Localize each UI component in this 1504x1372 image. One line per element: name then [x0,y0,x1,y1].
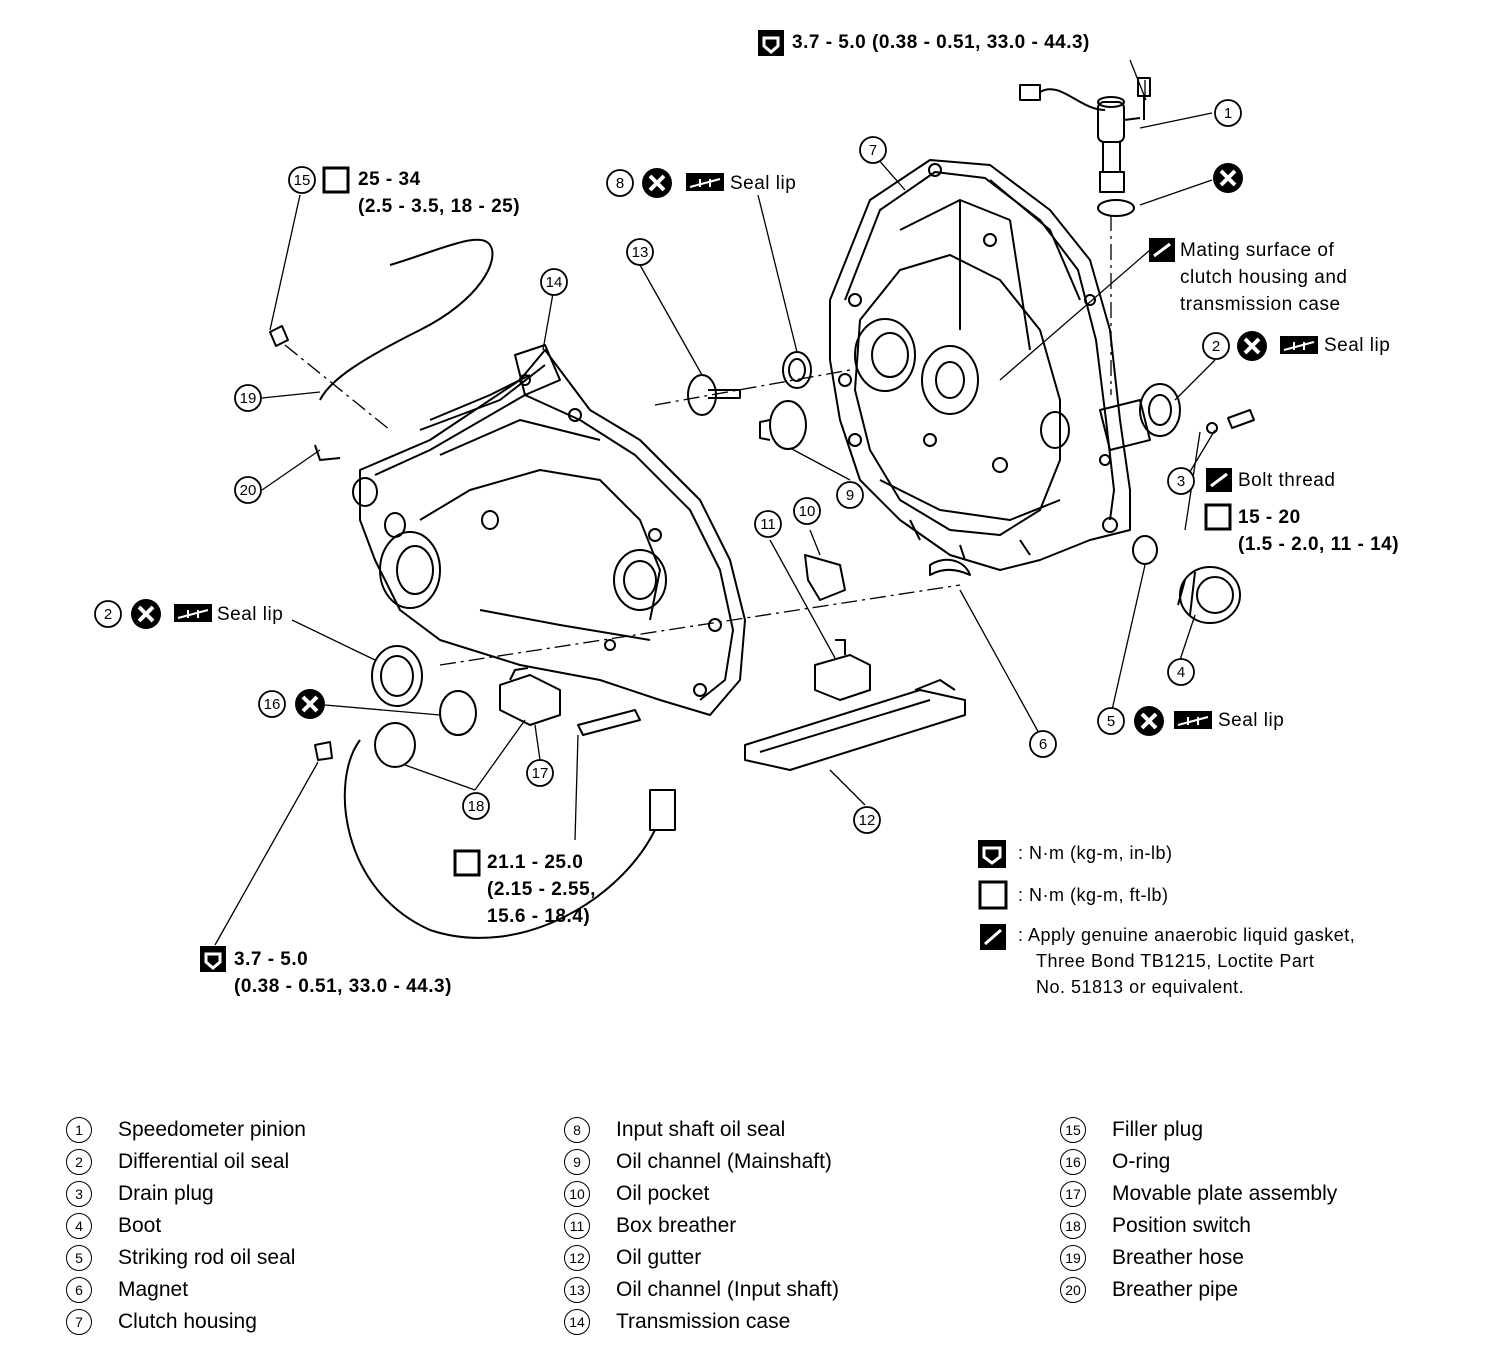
drain-plug [1206,409,1255,434]
bolts [314,709,641,761]
torque-drain-plug-2: (1.5 - 2.0, 11 - 14) [1238,534,1400,555]
box-breather [814,639,871,701]
mating-surface-3: transmission case [1180,294,1341,315]
svg-text:15: 15 [294,172,311,189]
leader-lines [214,59,1216,946]
svg-text:9: 9 [846,487,854,504]
torque-drain-plug-1: 15 - 20 [1238,507,1301,528]
movable-plate-assembly [499,667,561,726]
o-ring [439,690,477,736]
torque-bolt-3: 15.6 - 18.4) [487,906,591,927]
replace-symbols [129,161,1269,738]
symbol-boxes [174,30,1318,972]
svg-text:18: 18 [468,798,485,815]
torque-position-switch-1: 3.7 - 5.0 [234,949,309,970]
svg-text:10: 10 [799,503,816,520]
differential-oil-seal-left [371,645,423,707]
torque-bolt-2: (2.15 - 2.55, [487,879,596,900]
input-shaft-oil-seal [782,351,812,389]
svg-text:14: 14 [546,274,563,291]
breather-hose [319,238,494,401]
striking-rod-oil-seal [1132,535,1158,565]
svg-text:7: 7 [869,142,877,159]
svg-text:8: 8 [616,175,624,192]
seal-lip-input-shaft: Seal lip [730,173,797,194]
svg-text:5: 5 [1107,713,1115,730]
svg-text:17: 17 [532,765,549,782]
svg-text:1: 1 [1224,105,1232,122]
note-gasket-1: : Apply genuine anaerobic liquid gasket, [1018,925,1356,945]
filler-plug [269,325,289,347]
svg-text:20: 20 [240,482,257,499]
note-gasket-2: Three Bond TB1215, Loctite Part [1036,951,1315,971]
svg-text:6: 6 [1039,736,1047,753]
svg-text:12: 12 [859,812,876,829]
svg-text:13: 13 [632,244,649,261]
oil-channel-mainshaft [759,400,807,450]
torque-bolt-1: 21.1 - 25.0 [487,852,584,873]
svg-text:11: 11 [760,516,776,533]
oil-gutter [744,679,966,771]
svg-text:2: 2 [104,606,112,623]
seal-lip-striking-rod: Seal lip [1218,710,1285,731]
svg-text:19: 19 [240,390,257,407]
mating-surface-2: clutch housing and [1180,267,1348,288]
note-ft-lb: : N·m (kg-m, ft-lb) [1018,885,1169,905]
svg-text:2: 2 [1212,338,1220,355]
center-lines [284,80,1146,666]
differential-oil-seal-right [1139,383,1181,437]
torque-position-switch-2: (0.38 - 0.51, 33.0 - 44.3) [234,976,452,997]
svg-text:3: 3 [1177,473,1185,490]
transmission-case [352,344,746,716]
boot [1177,566,1241,624]
mating-surface-1: Mating surface of [1180,240,1335,261]
svg-text:4: 4 [1177,664,1185,681]
magnet [929,558,971,576]
clutch-housing [829,159,1151,571]
oil-pocket [804,554,846,601]
breather-pipe [314,444,341,461]
note-in-lb: : N·m (kg-m, in-lb) [1018,843,1173,863]
speedometer-pinion [1019,77,1151,217]
svg-text:16: 16 [264,696,281,713]
torque-filler-plug-2: (2.5 - 3.5, 18 - 25) [358,196,521,217]
position-switch [343,722,676,939]
seal-lip-differential-left: Seal lip [217,604,284,625]
note-gasket-3: No. 51813 or equivalent. [1036,977,1245,997]
torque-speedometer: 3.7 - 5.0 (0.38 - 0.51, 33.0 - 44.3) [792,32,1090,53]
bolt-thread-label: Bolt thread [1238,470,1336,491]
torque-filler-plug-1: 25 - 34 [358,169,421,190]
seal-lip-differential-right: Seal lip [1324,335,1391,356]
